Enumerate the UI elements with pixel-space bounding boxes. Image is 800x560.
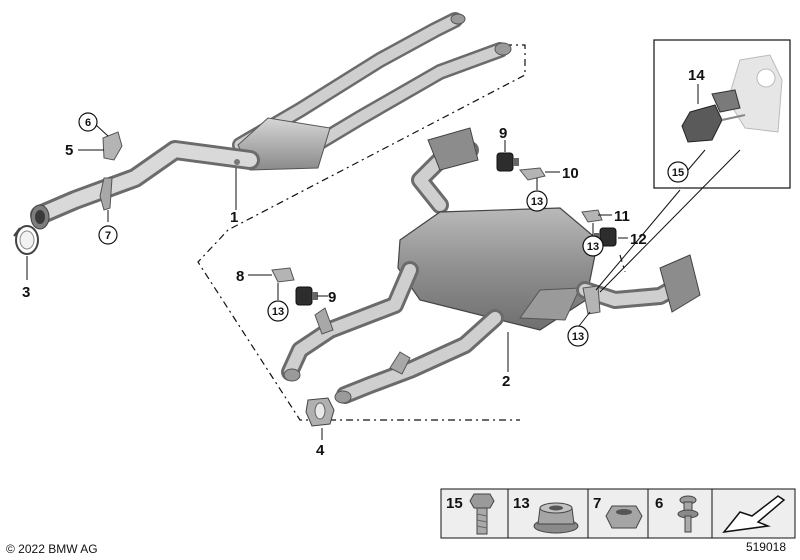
direction-arrow-icon	[722, 495, 786, 533]
legend-item-15: 15	[446, 493, 495, 535]
bracket-mount	[102, 131, 123, 161]
leader-lines	[26, 84, 741, 440]
hex-nut-icon	[605, 505, 643, 529]
hardware-legend: 15 13 7 6	[440, 488, 796, 539]
rubber-mount-9-bottom	[295, 286, 318, 306]
callout-12: 12	[630, 231, 647, 248]
hanger-bracket-lower	[314, 307, 334, 335]
legend-item-13: 13	[513, 495, 579, 534]
dashed-boundary-right	[619, 254, 626, 273]
callout-13-right: 13	[587, 241, 599, 253]
legend-number-15: 15	[446, 495, 463, 512]
bracket-10	[519, 167, 546, 181]
legend-number-6: 6	[655, 495, 663, 512]
callout-9-upper: 9	[499, 125, 507, 142]
legend-number-13: 13	[513, 495, 530, 512]
callout-11: 11	[614, 208, 630, 225]
callout-8: 8	[236, 268, 244, 285]
circled-callout-13-left: 13	[267, 300, 289, 322]
callout-13-top: 13	[531, 196, 543, 208]
callout-6: 6	[85, 117, 91, 129]
pipe-clamp	[305, 397, 335, 427]
legend-item-6: 6	[655, 495, 699, 533]
clamp-ring	[13, 225, 39, 255]
callout-14: 14	[688, 67, 705, 84]
dashed-boundary-rear	[197, 44, 526, 421]
rubber-mount-9-top	[496, 152, 519, 172]
rear-silencer-assembly	[281, 127, 701, 404]
legend-number-7: 7	[593, 495, 601, 512]
circled-callout-13-bottom: 13	[567, 325, 589, 347]
callout-13-left: 13	[272, 306, 284, 318]
front-pipe-assembly	[30, 12, 512, 230]
circled-callout-7: 7	[98, 225, 118, 245]
callout-5: 5	[65, 142, 73, 159]
copyright-text: © 2022 BMW AG	[6, 542, 98, 556]
callout-3: 3	[22, 284, 30, 301]
callout-13-bottom: 13	[572, 331, 584, 343]
bracket-8	[271, 267, 295, 283]
callout-1: 1	[230, 209, 238, 226]
callout-10: 10	[562, 165, 579, 182]
circled-callout-6: 6	[78, 112, 98, 132]
legend-item-7: 7	[593, 495, 643, 529]
diagram-id: 519018	[745, 540, 786, 554]
circled-callout-13-right: 13	[582, 235, 604, 257]
callout-9-lower: 9	[328, 289, 336, 306]
bracket-11	[581, 209, 603, 223]
small-bolt-icon	[677, 495, 699, 533]
callout-7: 7	[105, 230, 111, 242]
callout-4: 4	[316, 442, 325, 459]
callout-2: 2	[502, 373, 510, 390]
flange-nut-icon	[533, 502, 579, 534]
callout-15: 15	[672, 167, 684, 179]
hex-bolt-icon	[469, 493, 495, 535]
circled-callout-15: 15	[667, 161, 689, 183]
circled-callout-13-top: 13	[526, 190, 548, 212]
